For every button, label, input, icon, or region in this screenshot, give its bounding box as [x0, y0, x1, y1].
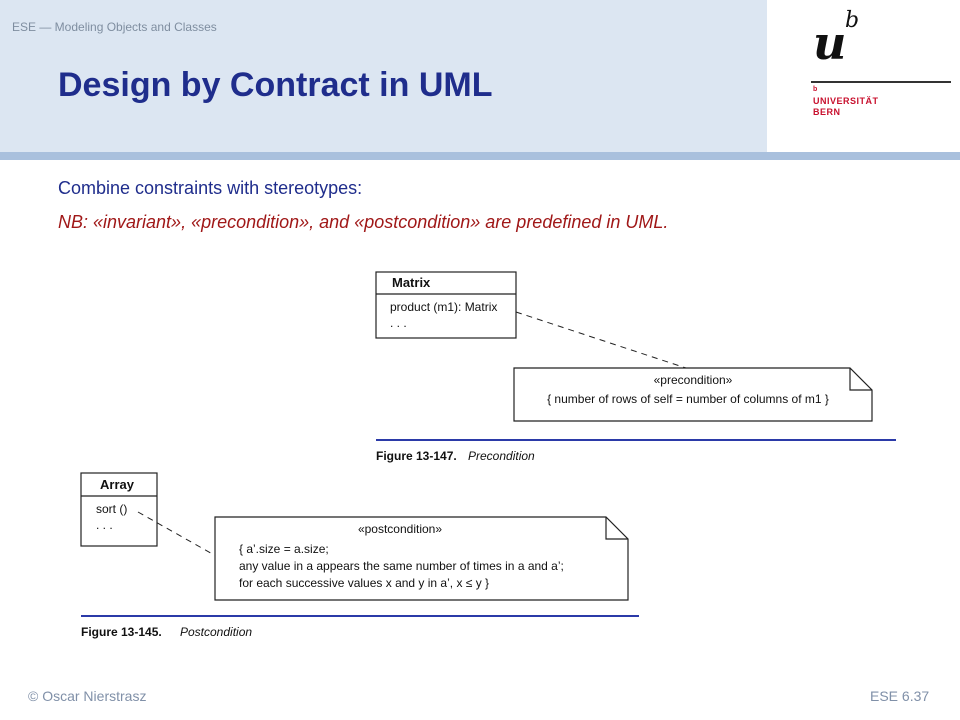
- logo-text: UNIVERSITÄT BERN: [813, 96, 879, 118]
- logo-u-letter: u: [813, 16, 847, 70]
- matrix-class-name: Matrix: [392, 275, 431, 290]
- array-class-name: Array: [100, 477, 135, 492]
- logo-small-b: b: [813, 86, 818, 93]
- figure-postcondition: Array sort () . . . «postcondition» { a’…: [80, 472, 639, 639]
- figure1-caption-label: Figure 13-147.: [376, 449, 457, 463]
- array-member: sort (): [96, 502, 127, 516]
- intro-text: Combine constraints with stereotypes:: [58, 178, 363, 198]
- precondition-note-fold: [849, 368, 872, 391]
- postcondition-line-3: for each successive values x and y in a’…: [239, 576, 489, 590]
- header-band: [0, 0, 767, 152]
- note-text: NB: «invariant», «precondition», and «po…: [58, 212, 669, 232]
- postcondition-line-1: { a’.size = a.size;: [239, 542, 329, 556]
- matrix-member: product (m1): Matrix: [390, 300, 497, 314]
- postcondition-note: [214, 516, 629, 601]
- figure-precondition: Matrix product (m1): Matrix . . . «preco…: [375, 271, 896, 463]
- precondition-anchor: [515, 311, 687, 369]
- precondition-constraint: { number of rows of self = number of col…: [547, 392, 829, 406]
- logo-bern: BERN: [813, 107, 841, 117]
- postcondition-note-fold: [605, 517, 628, 540]
- breadcrumb: ESE — Modeling Objects and Classes: [12, 20, 217, 34]
- precondition-stereotype: «precondition»: [654, 373, 733, 387]
- matrix-class-box: [375, 271, 517, 339]
- figure2-caption-label: Figure 13-145.: [81, 625, 162, 639]
- figure2-caption-text: Postcondition: [180, 625, 252, 639]
- university-logo: u b b UNIVERSITÄT BERN: [805, 8, 955, 128]
- array-class-box: [80, 472, 158, 547]
- footer-copyright: © Oscar Nierstrasz: [28, 688, 147, 704]
- page-title: Design by Contract in UML: [58, 66, 493, 104]
- uml-figures: Matrix product (m1): Matrix . . . «preco…: [80, 271, 896, 639]
- logo-divider: [811, 81, 951, 83]
- array-ellipsis: . . .: [96, 518, 113, 532]
- postcondition-line-2: any value in a appears the same number o…: [239, 559, 564, 573]
- logo-university: UNIVERSITÄT: [813, 96, 879, 106]
- postcondition-stereotype: «postcondition»: [358, 522, 442, 536]
- matrix-ellipsis: . . .: [390, 316, 407, 330]
- header-rule: [0, 152, 960, 160]
- postcondition-anchor: [137, 511, 217, 557]
- footer-page-number: ESE 6.37: [870, 688, 930, 704]
- precondition-note: [513, 367, 873, 422]
- figure1-caption-text: Precondition: [468, 449, 535, 463]
- logo-b-letter: b: [845, 8, 860, 33]
